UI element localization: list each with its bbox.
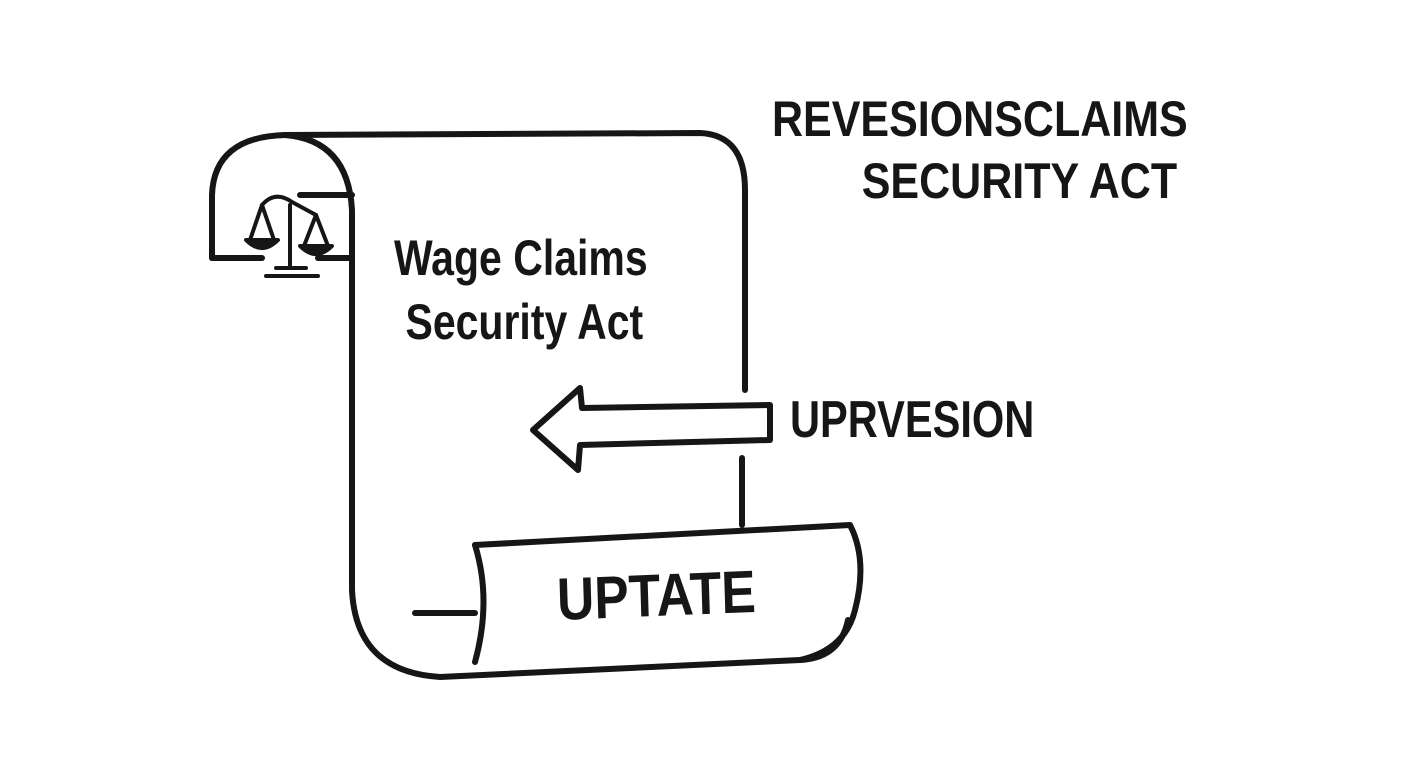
heading-line-2: SECURITY ACT	[861, 153, 1178, 209]
arrow-left-icon	[530, 385, 773, 473]
scroll-title: Wage Claims Security Act	[394, 226, 648, 354]
scales-of-justice-icon	[244, 194, 334, 278]
arrow-label: UPRVESION	[790, 391, 1035, 449]
scroll-title-line-2: Security Act	[405, 294, 644, 350]
scroll-outline	[209, 130, 864, 680]
scroll-title-line-1: Wage Claims	[394, 230, 648, 286]
heading-line-1: REVESIONSCLAIMS	[772, 91, 1188, 147]
ribbon-label: UPTATE	[556, 557, 757, 633]
heading: REVESIONSCLAIMS SECURITY ACT	[772, 88, 1188, 212]
